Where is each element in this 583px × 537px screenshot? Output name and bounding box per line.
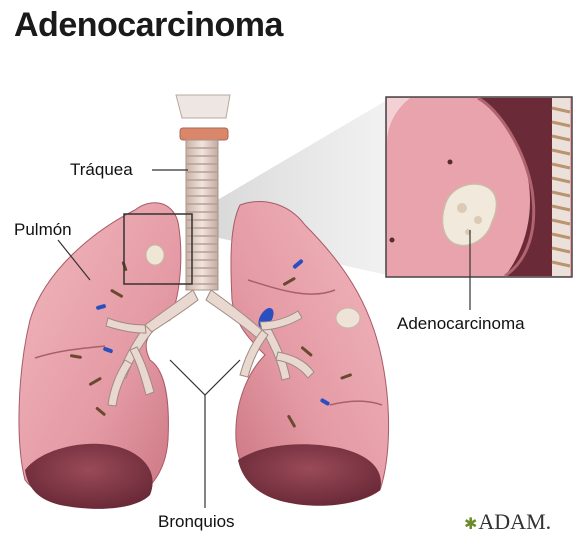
page-title: Adenocarcinoma [14, 6, 283, 45]
adam-logo: ✱ADAM. [464, 509, 551, 535]
star-icon: ✱ [464, 516, 477, 533]
label-lung: Pulmón [14, 220, 72, 240]
label-adenocarcinoma: Adenocarcinoma [397, 314, 525, 334]
inset-panel [386, 97, 572, 277]
tumor-small [146, 245, 164, 265]
label-bronchi: Bronquios [158, 512, 235, 532]
label-trachea: Tráquea [70, 160, 133, 180]
trachea [176, 95, 230, 290]
logo-text: ADAM. [478, 509, 551, 534]
